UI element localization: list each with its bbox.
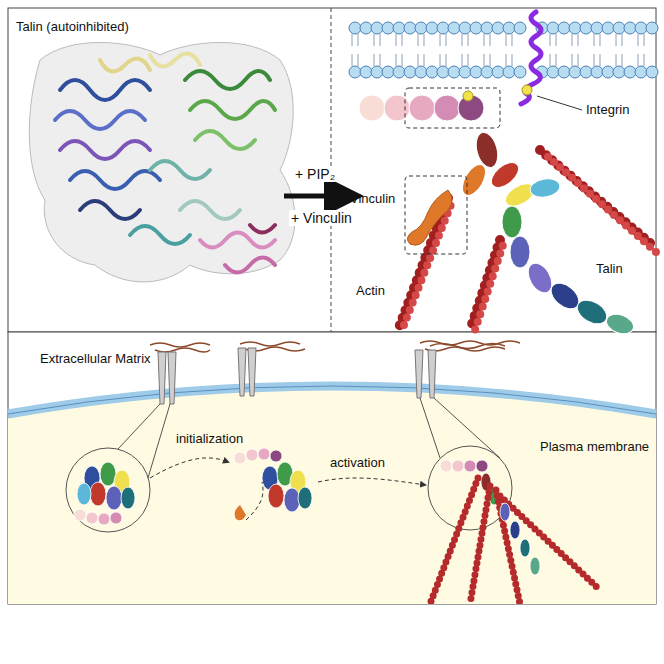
label: Talin (autoinhibited) bbox=[16, 20, 129, 35]
label: Plasma membrane bbox=[540, 440, 649, 455]
label: Integrin bbox=[586, 103, 629, 118]
label: activation bbox=[330, 456, 385, 471]
label: Extracellular Matrix bbox=[40, 352, 151, 367]
label: + Vinculin bbox=[289, 210, 354, 226]
label: Actin bbox=[356, 284, 385, 299]
label: + PIP₂ bbox=[293, 166, 337, 182]
label: initialization bbox=[176, 432, 243, 447]
label: Talin bbox=[596, 262, 623, 277]
label: Vinculin bbox=[350, 192, 395, 207]
